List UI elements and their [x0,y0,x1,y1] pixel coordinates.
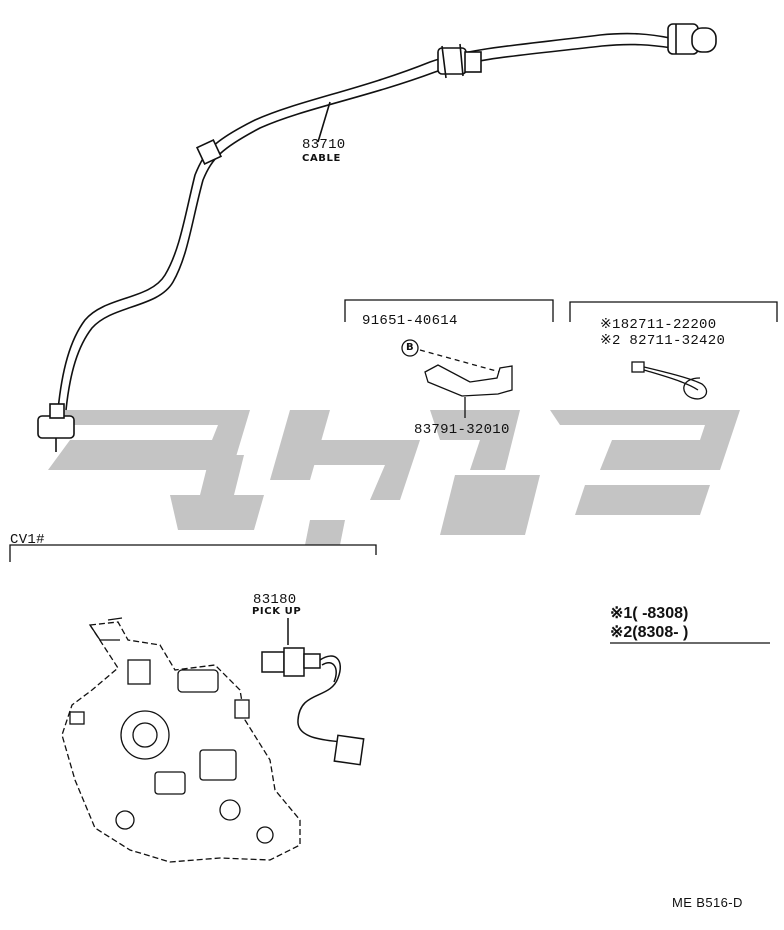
pickup-part-number: 83180 [253,592,297,608]
diagram-reference: ME B516-D [672,895,743,910]
sensor-kit [569,301,778,400]
watermark-logo [48,410,740,545]
note-2: ※2(8308- ) [610,624,689,641]
sensor-alt-1-number: ※182711-22200 [600,317,717,333]
cable-part-name: CABLE [302,153,341,164]
pickup-part-name: PICK UP [252,606,302,617]
pickup-sensor-83180 [261,618,365,766]
bracket-part-number: 83791-32010 [414,422,510,438]
cable-83710 [37,23,717,452]
section-label: CV1# [10,532,45,548]
engine-block [61,617,301,863]
bracket-kit [344,299,554,418]
sensor-alt-2-number: ※2 82711-32420 [600,333,726,349]
note-1: ※1( -8308) [610,605,689,622]
bolt-part-number: 91651-40614 [362,313,458,329]
cable-part-number: 83710 [302,137,346,153]
bolt-marker: B [406,342,415,353]
cv1-bracket [9,544,377,562]
